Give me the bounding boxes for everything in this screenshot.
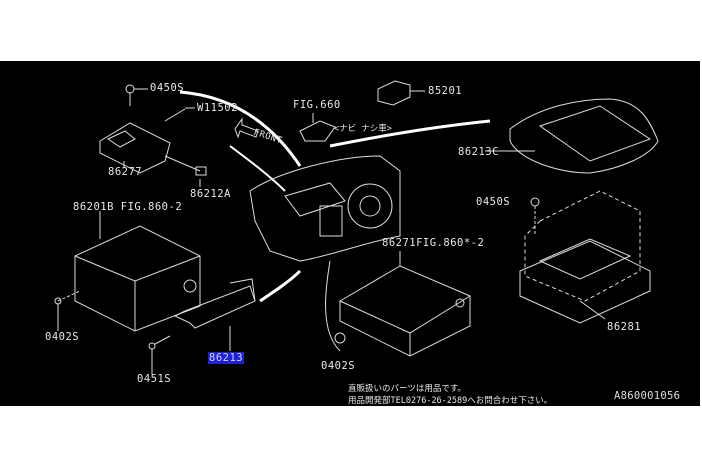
switch-85201 xyxy=(377,80,425,106)
label-0402s-left[interactable]: 0402S xyxy=(45,331,80,343)
label-0451s[interactable]: 0451S xyxy=(137,373,172,385)
label-86271[interactable]: 86271FIG.860*-2 xyxy=(382,237,485,249)
part-fig660 xyxy=(299,113,336,142)
parts-diagram: 0450S W11502 FIG.660 <ナビ ナシ車> 85201 FRON… xyxy=(0,61,700,406)
unit-86281 xyxy=(519,190,651,324)
label-0402s-mid[interactable]: 0402S xyxy=(321,360,356,372)
label-0450s[interactable]: 0450S xyxy=(150,82,185,94)
navi-note: <ナビ ナシ車> xyxy=(334,124,392,134)
label-86277[interactable]: 86277 xyxy=(108,166,143,178)
label-w11502[interactable]: W11502 xyxy=(197,102,238,114)
note-line-1: 直販扱いのパーツは用品です。 xyxy=(348,384,466,394)
label-86212a[interactable]: 86212A xyxy=(190,188,231,200)
label-86213c[interactable]: 86213C xyxy=(458,146,499,158)
label-86201b[interactable]: 86201B FIG.860-2 xyxy=(73,201,183,213)
front-arrow-icon xyxy=(234,117,259,139)
unit-86271 xyxy=(325,251,471,357)
bracket-86277 xyxy=(99,122,207,187)
unit-86201b xyxy=(54,211,201,332)
label-86281[interactable]: 86281 xyxy=(607,321,642,333)
leader-curve xyxy=(179,90,302,167)
panel-86213 xyxy=(148,278,256,374)
label-86213-selected[interactable]: 86213 xyxy=(208,352,245,364)
clip-icon xyxy=(164,107,195,122)
label-0450s-right[interactable]: 0450S xyxy=(476,196,511,208)
reference-code: A860001056 xyxy=(614,390,681,402)
leader-curve xyxy=(259,269,302,303)
diagram-drawing xyxy=(54,80,659,374)
label-85201[interactable]: 85201 xyxy=(428,85,463,97)
screw-icon xyxy=(125,84,148,106)
label-fig660[interactable]: FIG.660 xyxy=(293,99,341,111)
leader-curve xyxy=(229,145,286,192)
leader-curve xyxy=(329,119,491,148)
note-line-2: 用品開発部TEL0276-26-2589へお問合わせ下さい。 xyxy=(348,396,553,406)
dashboard xyxy=(249,155,401,262)
bezel-86213c xyxy=(485,98,659,174)
